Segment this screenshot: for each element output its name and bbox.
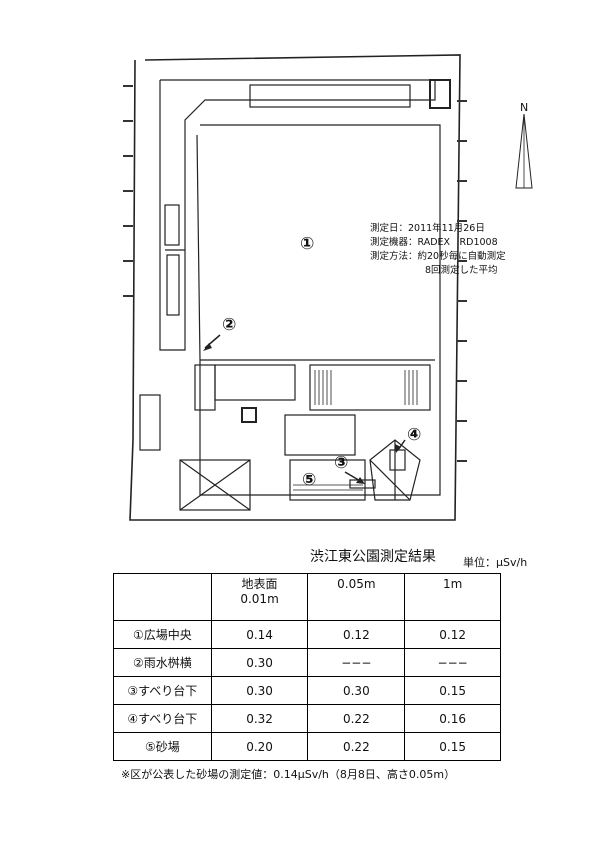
table-row: ⑤砂場 0.20 0.22 0.15 xyxy=(113,732,501,761)
table-header-row: 地表面 0.01m 0.05m 1m xyxy=(113,573,501,621)
row-value: 0.15 xyxy=(404,732,501,761)
row-value: 0.15 xyxy=(404,676,501,705)
header-col-2-line1: 0.05m xyxy=(337,577,376,591)
row-value: 0.12 xyxy=(404,620,501,649)
point-3-marker: ③ xyxy=(334,453,349,473)
header-corner xyxy=(113,573,212,621)
header-col-1-line2: 0.01m xyxy=(240,592,279,606)
row-value: 0.22 xyxy=(307,732,406,761)
row-value: 0.30 xyxy=(210,676,309,705)
measurement-date: 測定日：2011年11月26日 xyxy=(370,223,485,234)
row-value: 0.20 xyxy=(210,732,309,761)
row-value: 0.32 xyxy=(210,704,309,733)
point-5-marker: ⑤ xyxy=(302,470,317,490)
row-value: 0.16 xyxy=(404,704,501,733)
row-location: ③すべり台下 xyxy=(113,676,212,705)
row-location: ②雨水桝横 xyxy=(113,648,212,677)
header-col-2: 0.05m xyxy=(307,573,406,621)
row-location: ④すべり台下 xyxy=(113,704,212,733)
table-row: ①広場中央 0.14 0.12 0.12 xyxy=(113,620,501,649)
measurement-method: 測定方法：約20秒毎に自動測定 xyxy=(370,251,506,262)
point-4-marker: ④ xyxy=(407,425,422,445)
results-title: 渋江東公園測定結果 xyxy=(310,549,436,565)
header-col-3-line1: 1m xyxy=(442,577,463,591)
unit-label: 単位：μSv/h xyxy=(463,556,528,569)
north-arrow-icon xyxy=(515,113,533,189)
row-value: 0.30 xyxy=(210,648,309,677)
measurement-info: 測定日：2011年11月26日 測定機器：RADEX RD1008 測定方法：約… xyxy=(370,222,506,278)
results-table: 地表面 0.01m 0.05m 1m ①広場中央 0.14 0.12 0.12 … xyxy=(113,573,501,761)
park-map xyxy=(105,40,475,545)
table-row: ③すべり台下 0.30 0.30 0.15 xyxy=(113,676,501,705)
table-row: ④すべり台下 0.32 0.22 0.16 xyxy=(113,704,501,733)
row-value: 0.12 xyxy=(307,620,406,649)
measurement-method-cont: 8回測定した平均 xyxy=(425,265,498,276)
row-value: −−− xyxy=(404,648,501,677)
row-location: ⑤砂場 xyxy=(113,732,212,761)
footnote: ※区が公表した砂場の測定値：0.14μSv/h（8月8日、高さ0.05m） xyxy=(121,768,456,781)
row-value: 0.14 xyxy=(210,620,309,649)
point-2-marker: ② xyxy=(222,315,237,335)
row-location: ①広場中央 xyxy=(113,620,212,649)
park-map-drawing xyxy=(123,54,467,521)
header-col-1-line1: 地表面 xyxy=(241,577,278,591)
measurement-device: 測定機器：RADEX RD1008 xyxy=(370,237,498,248)
row-value: −−− xyxy=(307,648,406,677)
header-col-1: 地表面 0.01m xyxy=(210,573,309,621)
north-label: N xyxy=(520,101,529,114)
row-value: 0.30 xyxy=(307,676,406,705)
point-1-marker: ① xyxy=(300,234,315,254)
table-row: ②雨水桝横 0.30 −−− −−− xyxy=(113,648,501,677)
row-value: 0.22 xyxy=(307,704,406,733)
header-col-3: 1m xyxy=(404,573,501,621)
